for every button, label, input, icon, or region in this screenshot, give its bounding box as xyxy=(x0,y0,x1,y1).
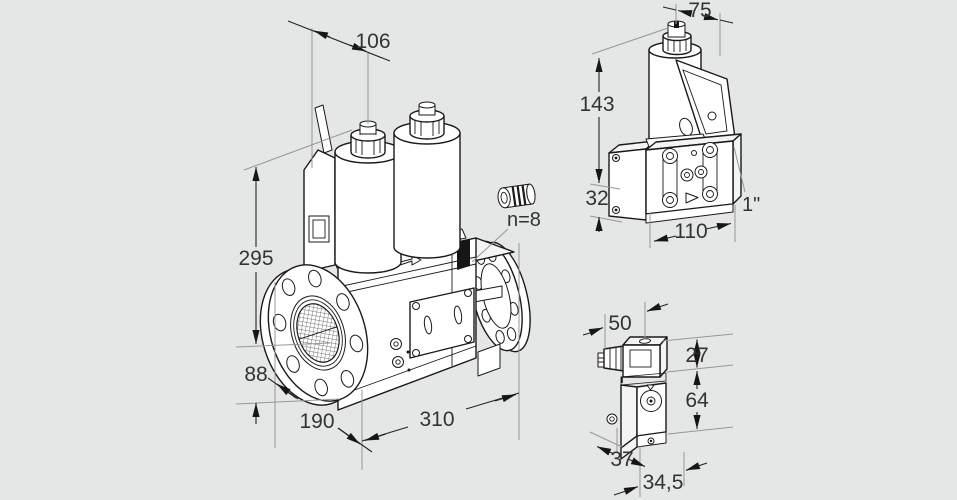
front-flange xyxy=(259,264,369,406)
side-view-dimensions: 75 143 32 110 1" xyxy=(579,0,760,248)
connector-box xyxy=(622,336,668,378)
nameplate xyxy=(409,287,475,359)
side-body xyxy=(645,133,742,224)
detail-view-pressure-switch: 50 27 64 37 34,5 xyxy=(582,302,734,497)
cable-plug-icon xyxy=(497,183,536,209)
dim-106: 106 xyxy=(355,30,390,53)
dim-37: 37 xyxy=(610,448,633,471)
flow-triangle-icon xyxy=(685,192,699,204)
dim-27: 27 xyxy=(685,344,708,367)
detail-view-dimensions: 50 27 64 37 34,5 xyxy=(582,302,734,497)
cable-gland xyxy=(597,345,625,372)
dim-64: 64 xyxy=(685,389,709,412)
hatch-strip xyxy=(337,345,477,411)
dim-32: 32 xyxy=(585,187,608,210)
bottom-bracket xyxy=(477,343,501,377)
dim-143: 143 xyxy=(579,93,614,116)
main-view-double-valve: 106 295 88 190 310 n=8 xyxy=(235,20,541,470)
dim-110: 110 xyxy=(674,220,707,243)
interface-hatch xyxy=(620,372,667,386)
dim-75: 75 xyxy=(688,0,711,22)
solenoid-coil-right xyxy=(393,101,461,259)
dim-310: 310 xyxy=(419,408,454,431)
dim-88: 88 xyxy=(244,363,267,386)
dim-50: 50 xyxy=(608,312,631,335)
pressure-taps xyxy=(390,338,411,372)
coil-connection-box xyxy=(303,104,336,273)
side-view-single-valve: 75 143 32 110 1" xyxy=(579,0,760,248)
solenoid-coil-left xyxy=(334,120,402,274)
pointer-triangle-icon xyxy=(646,384,655,391)
dim-connection-size: 1" xyxy=(742,194,760,216)
dim-bolt-count: n=8 xyxy=(507,209,541,231)
main-view-dimensions: 106 295 88 190 310 n=8 xyxy=(235,20,541,470)
switch-body xyxy=(606,382,667,460)
dim-34-5: 34,5 xyxy=(643,471,684,494)
dim-190: 190 xyxy=(299,410,334,433)
dim-295: 295 xyxy=(238,247,273,270)
